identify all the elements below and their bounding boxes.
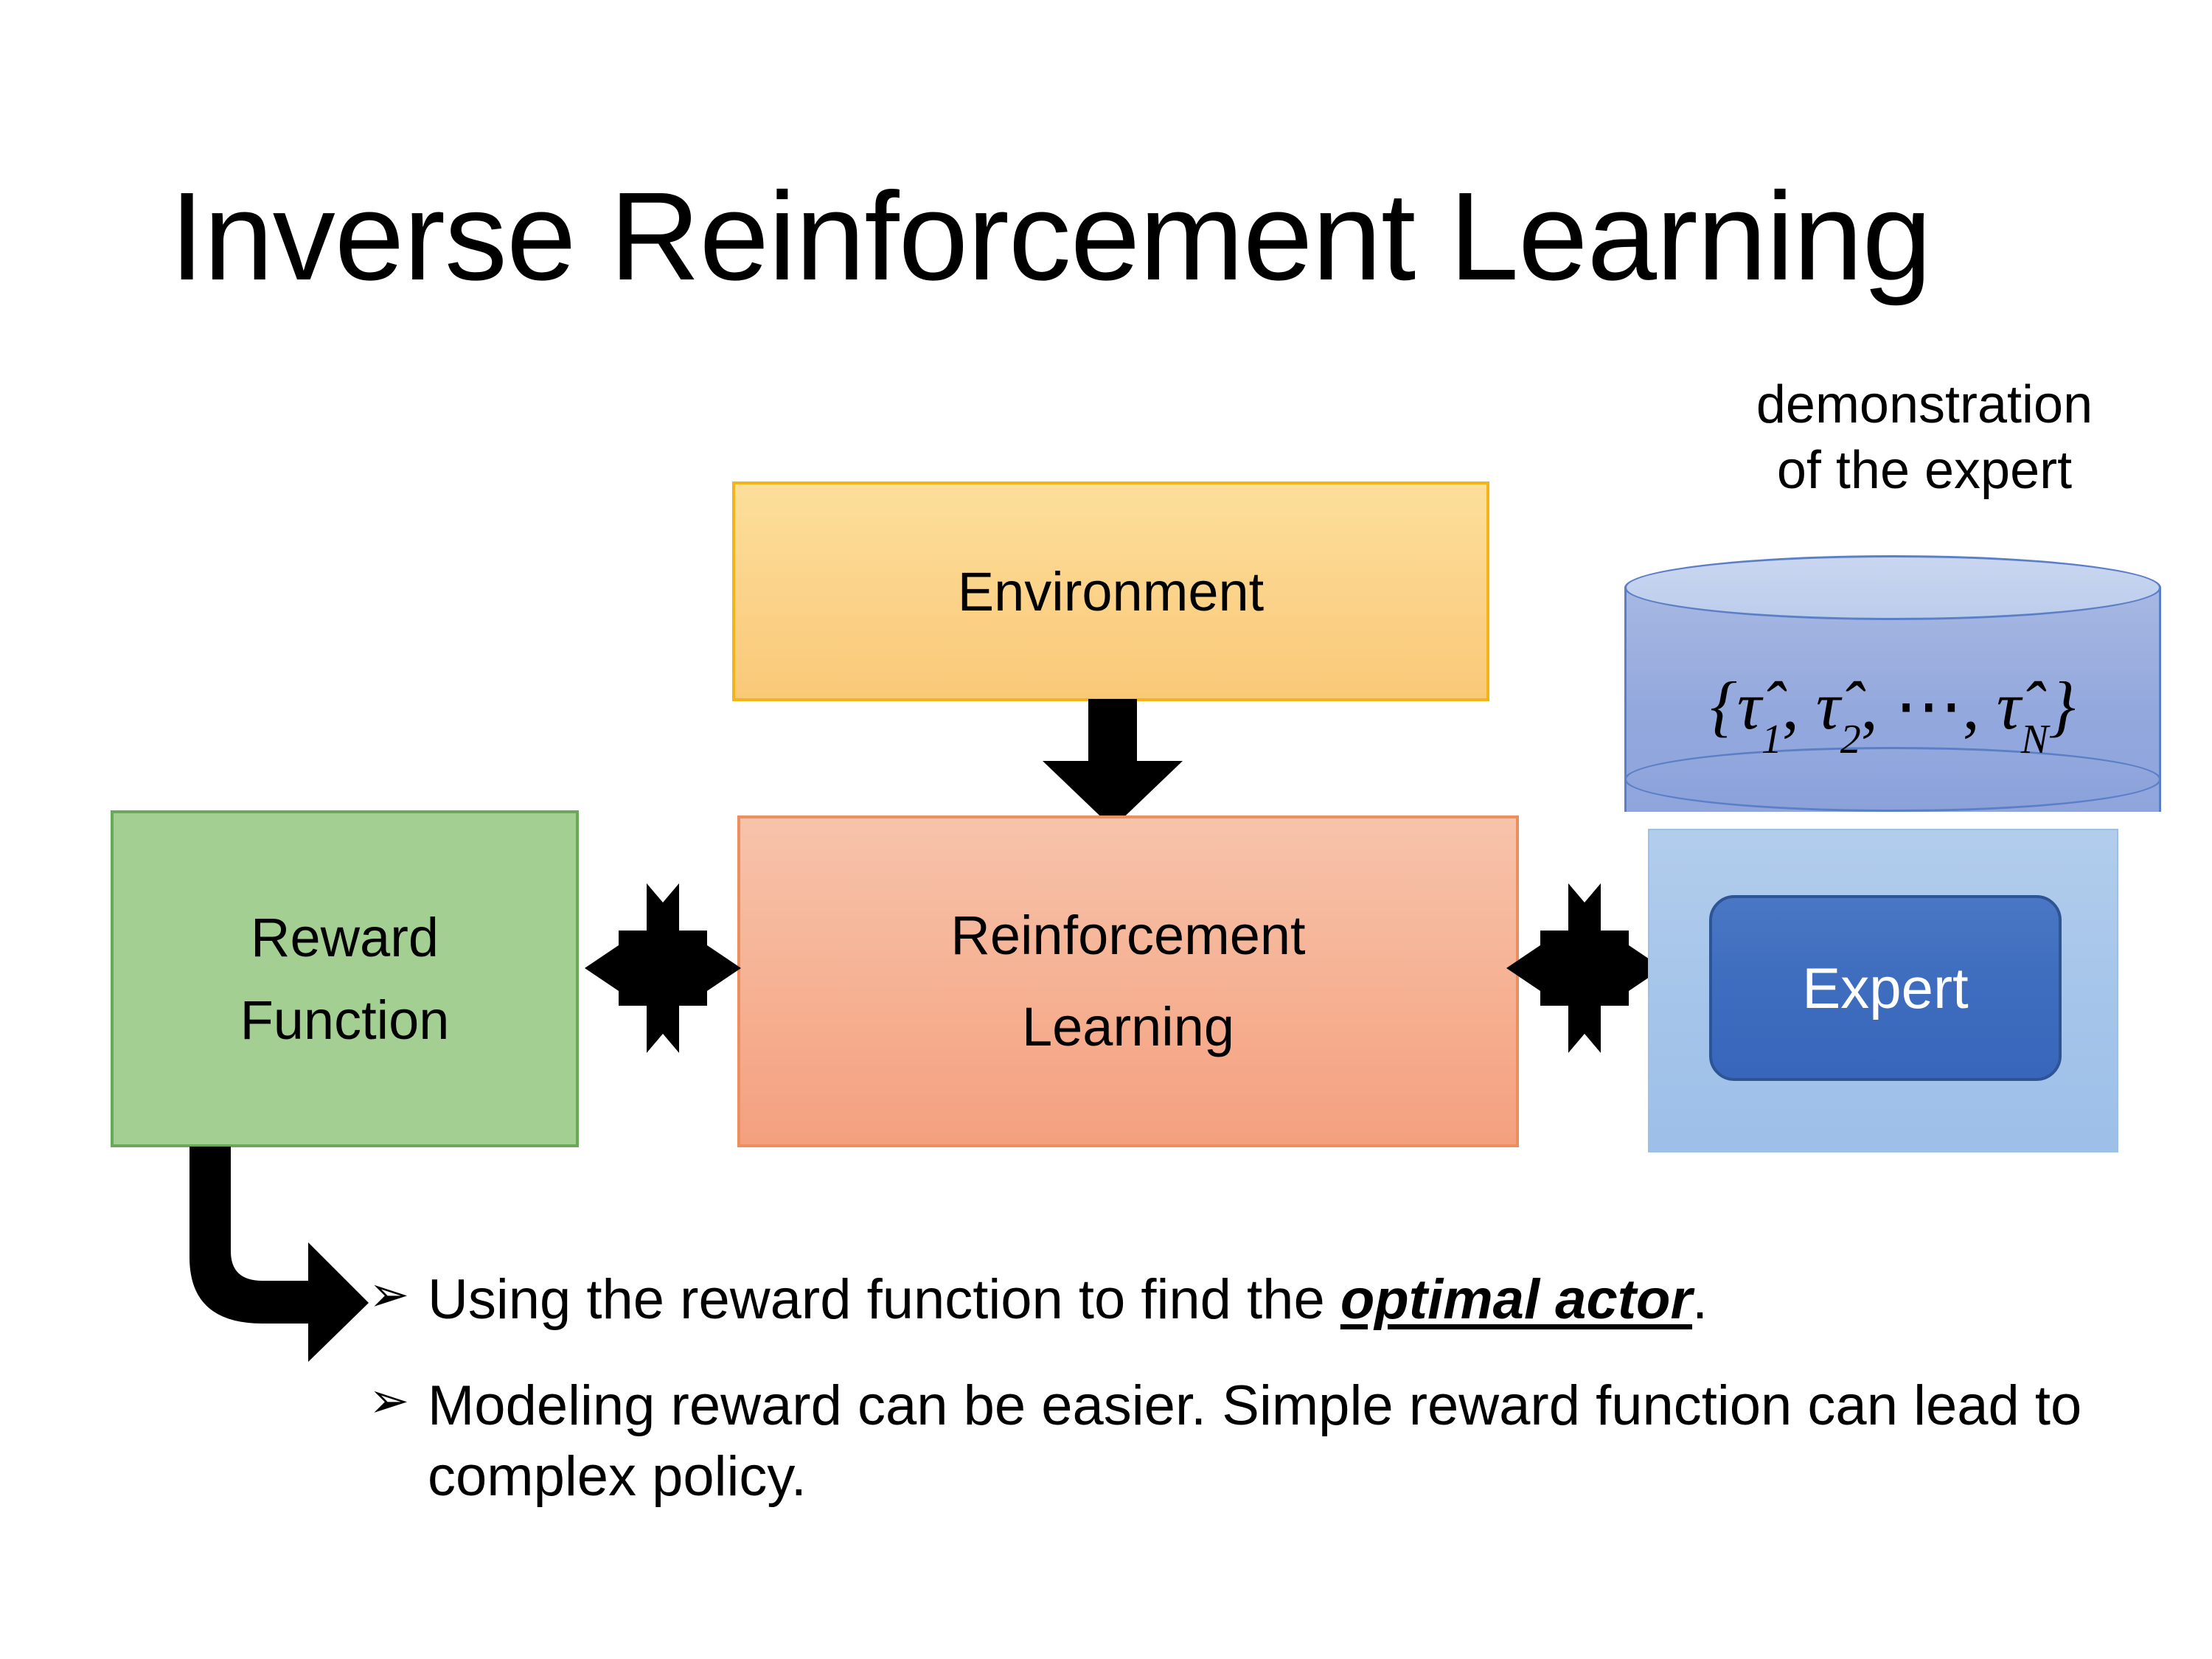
bullet-1-text-after: . <box>1692 1268 1708 1331</box>
environment-label: Environment <box>957 560 1265 622</box>
formula-tau-n: τ̂N <box>1996 668 2049 763</box>
formula-close-brace: } <box>2048 668 2076 743</box>
reinforcement-learning-label-line2: Learning <box>1021 996 1234 1057</box>
formula-comma-2: , ⋯, <box>1860 668 1997 743</box>
quad-arrow-right-icon <box>1506 883 1663 1053</box>
list-item: ➢ Using the reward function to find the … <box>369 1265 2087 1335</box>
formula-tau-2: τ̂2 <box>1815 668 1861 763</box>
bullet-chevron-icon: ➢ <box>369 1372 410 1427</box>
formula-comma-1: , <box>1781 668 1816 743</box>
reinforcement-learning-label-line1: Reinforcement <box>950 905 1306 967</box>
demonstration-cylinder[interactable]: {τ̂1, τ̂2, ⋯, τ̂N} <box>1624 555 2161 844</box>
environment-box[interactable]: Environment <box>732 481 1489 701</box>
bullet-text-2: Modeling reward can be easier. Simple re… <box>428 1374 2082 1508</box>
bent-arrow-icon <box>189 1147 369 1362</box>
reward-function-label-line2: Function <box>240 989 450 1051</box>
reinforcement-learning-box[interactable]: Reinforcement Learning <box>737 815 1519 1147</box>
demonstration-caption: demonstration of the expert <box>1630 372 2212 503</box>
formula-tau-1: τ̂1 <box>1736 668 1782 763</box>
down-arrow-icon <box>1043 699 1183 828</box>
quad-arrow-left-icon <box>585 883 741 1053</box>
cylinder-top-ellipse <box>1624 555 2161 620</box>
bullet-1-text-before: Using the reward function to find the <box>428 1268 1340 1331</box>
trajectory-set-formula: {τ̂1, τ̂2, ⋯, τ̂N} <box>1624 666 2161 763</box>
expert-box[interactable]: Expert <box>1709 895 2062 1081</box>
bullet-1-emphasis: optimal actor <box>1340 1268 1693 1331</box>
bullet-list: ➢ Using the reward function to find the … <box>369 1265 2087 1547</box>
formula-open-brace: { <box>1710 668 1737 743</box>
demonstration-caption-line1: demonstration <box>1756 375 2093 434</box>
reward-function-box[interactable]: Reward Function <box>111 810 579 1147</box>
demonstration-caption-line2: of the expert <box>1776 440 2073 500</box>
expert-label: Expert <box>1802 955 1969 1020</box>
cylinder-bottom-ellipse <box>1624 747 2161 812</box>
page-title: Inverse Reinforcement Learning <box>170 167 1932 307</box>
bullet-text-1: Using the reward function to find the op… <box>428 1265 1708 1335</box>
bullet-chevron-icon: ➢ <box>369 1267 410 1321</box>
reward-function-label-line1: Reward <box>251 906 439 968</box>
list-item: ➢ Modeling reward can be easier. Simple … <box>369 1371 2087 1512</box>
